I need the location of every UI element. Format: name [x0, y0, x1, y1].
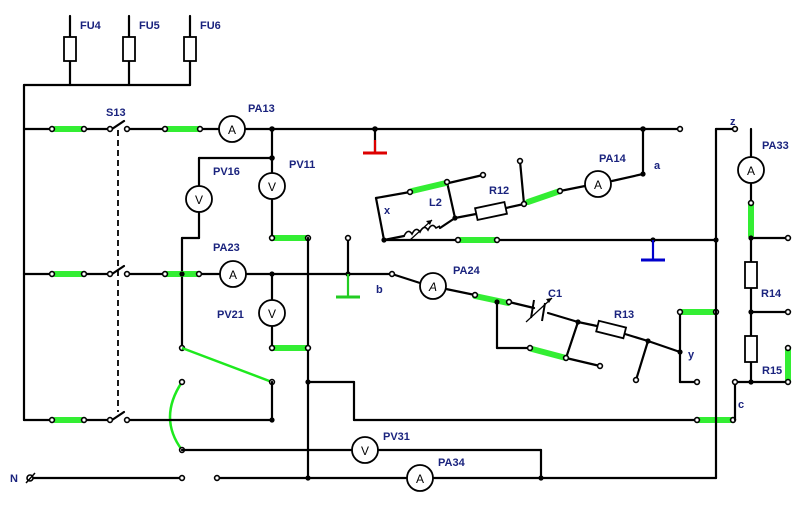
svg-text:V: V	[195, 193, 203, 207]
label-a: a	[654, 160, 661, 172]
svg-text:A: A	[228, 123, 236, 137]
right-branch-wire	[733, 127, 790, 422]
label-pa24: PA24	[453, 265, 481, 277]
label-pa33: PA33	[762, 140, 789, 152]
cross-wire-1[interactable]	[181, 346, 273, 384]
switch-s13[interactable]	[82, 119, 126, 422]
label-s13: S13	[106, 107, 126, 119]
capacitor-c1	[525, 297, 553, 323]
svg-text:A: A	[594, 178, 602, 192]
pv31-pa34-wire	[28, 127, 737, 480]
ammeter-pa13: A	[218, 115, 246, 143]
label-n: N	[10, 473, 18, 485]
supply-bus	[22, 83, 192, 422]
svg-text:V: V	[268, 307, 276, 321]
label-y: y	[688, 349, 695, 361]
label-r14: R14	[761, 288, 782, 300]
label-z: z	[730, 116, 736, 128]
line-3-wire	[125, 380, 737, 422]
inductor-l2	[403, 219, 441, 241]
label-pa13: PA13	[248, 103, 275, 115]
label-r15: R15	[762, 365, 782, 377]
label-pv16: PV16	[213, 166, 240, 178]
ground-green	[336, 234, 360, 299]
label-pa23: PA23	[213, 242, 240, 254]
ammeter-pa23: A	[219, 260, 247, 288]
svg-text:A: A	[416, 472, 424, 486]
ammeter-pa33: A	[737, 156, 765, 184]
fuse-fu5	[122, 14, 136, 87]
resistor-r13	[595, 319, 628, 340]
c1-jumper[interactable]	[529, 346, 569, 361]
neutral-terminal[interactable]	[25, 472, 36, 484]
label-pv11: PV11	[289, 159, 315, 171]
ammeter-pa34: A	[406, 464, 434, 492]
svg-text:V: V	[268, 180, 276, 194]
label-fu5: FU5	[139, 20, 160, 32]
voltmeter-pv31: V	[351, 436, 379, 464]
voltmeter-pv11: V	[258, 172, 286, 200]
svg-text:V: V	[361, 444, 369, 458]
l2-jumper[interactable]	[409, 180, 449, 194]
fuse-fu6	[183, 14, 197, 87]
label-pv21: PV21	[217, 309, 244, 321]
ammeter-pa24: A	[419, 272, 447, 300]
ground-red	[363, 127, 387, 155]
label-fu6: FU6	[200, 20, 221, 32]
label-r13: R13	[614, 309, 634, 321]
svg-text:A: A	[747, 164, 755, 178]
voltmeter-pv21: V	[258, 299, 286, 327]
label-pa34: PA34	[438, 457, 466, 469]
label-b: b	[376, 284, 383, 296]
ammeter-pa14: A	[584, 170, 612, 198]
label-c: c	[738, 399, 744, 411]
pa24-jumper[interactable]	[472, 293, 511, 306]
ground-blue	[641, 240, 665, 262]
resistor-r14	[744, 261, 758, 289]
svg-text:A: A	[428, 280, 437, 294]
svg-text:A: A	[229, 268, 237, 282]
fuse-fu4	[63, 14, 77, 87]
label-pv31: PV31	[383, 431, 410, 443]
label-c1: C1	[548, 288, 562, 300]
r12-jumper[interactable]	[525, 188, 563, 205]
label-r12: R12	[489, 185, 509, 197]
label-x: x	[384, 205, 391, 217]
resistor-r12	[474, 200, 508, 222]
label-fu4: FU4	[80, 20, 102, 32]
resistor-r15	[744, 335, 758, 363]
voltmeter-pv16: V	[185, 185, 213, 213]
label-l2: L2	[429, 197, 442, 209]
cross-wire-2[interactable]	[168, 381, 184, 451]
line-2-wire	[125, 272, 699, 384]
label-pa14: PA14	[599, 153, 627, 165]
